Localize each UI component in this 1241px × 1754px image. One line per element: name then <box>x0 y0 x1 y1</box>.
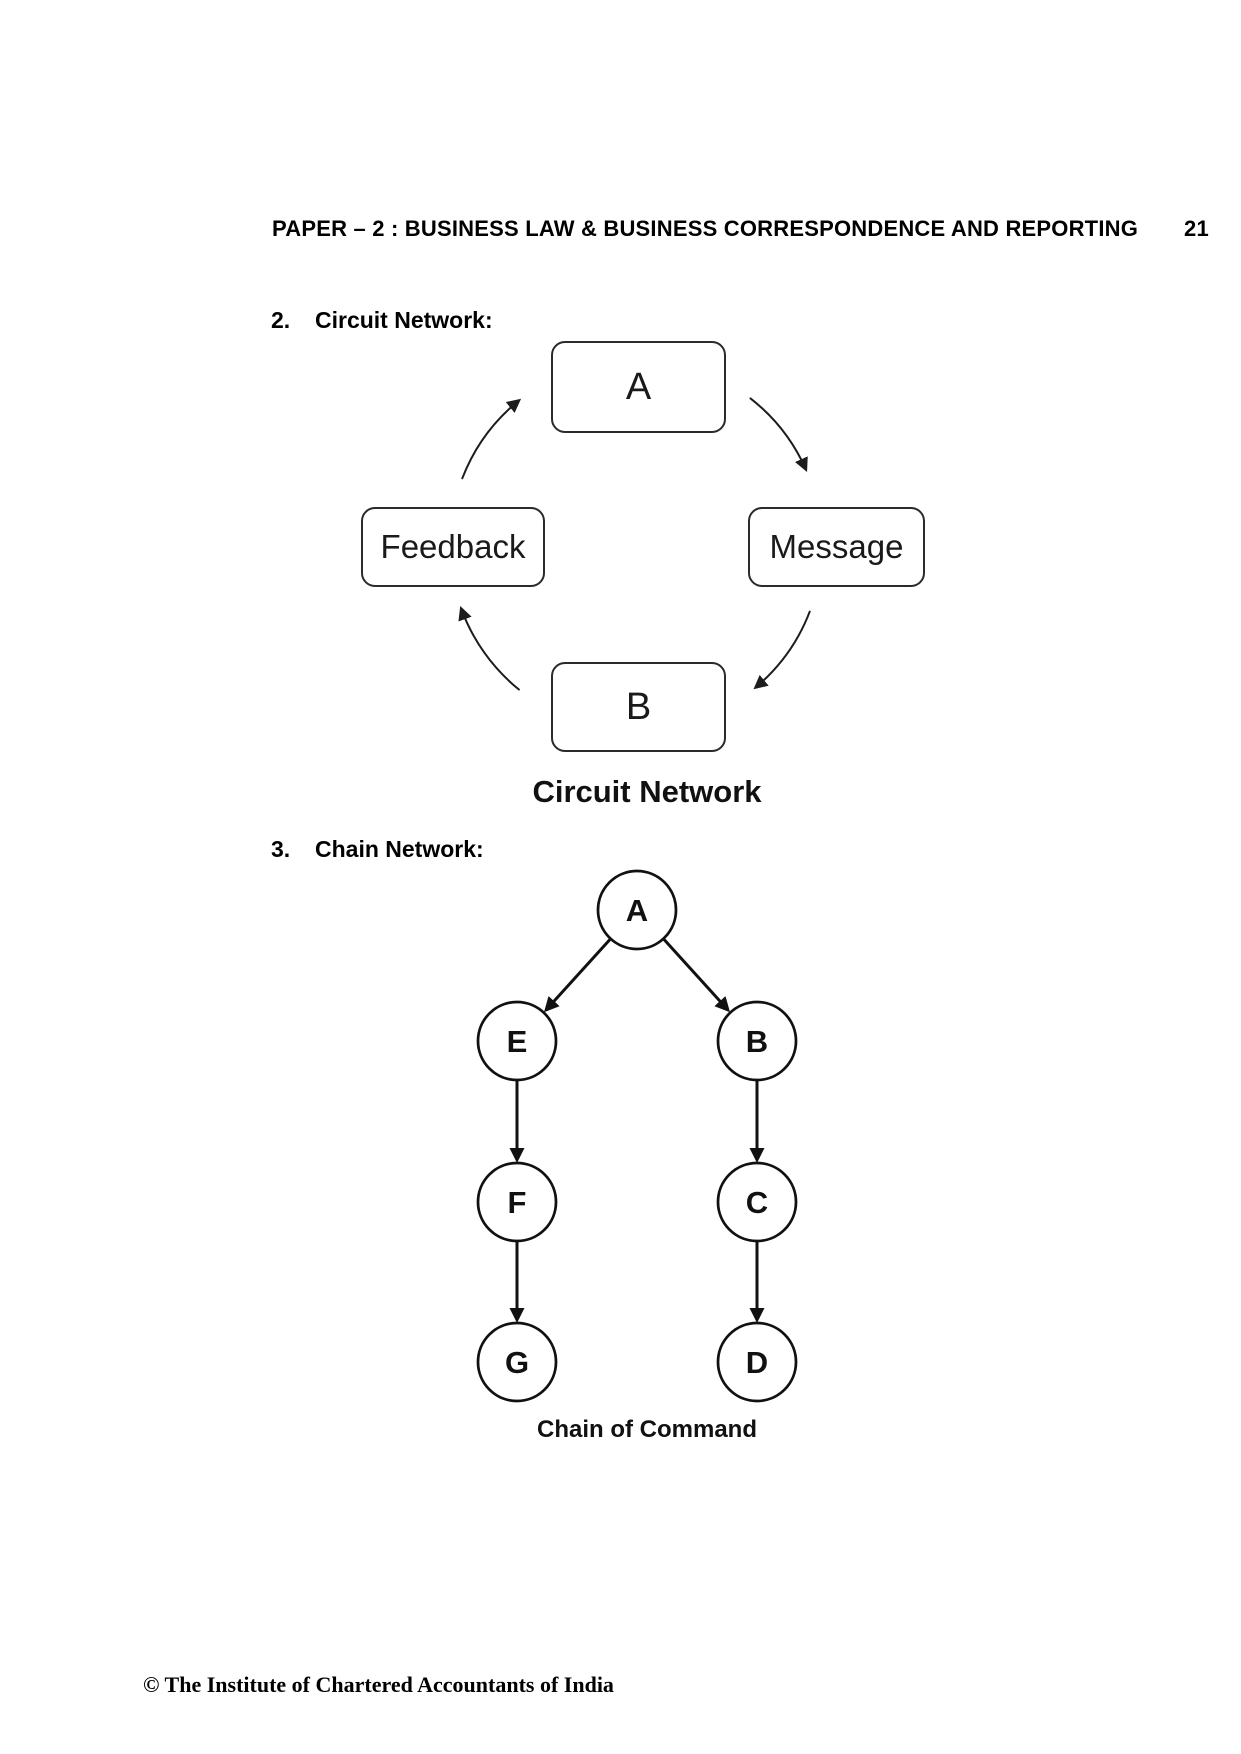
chain-arrow-a-to-e <box>543 937 612 1013</box>
header-title: PAPER – 2 : BUSINESS LAW & BUSINESS CORR… <box>272 216 1139 241</box>
circuit-node-a-label: A <box>625 365 652 408</box>
circuit-node-feedback-label: Feedback <box>380 528 526 565</box>
item-3-number: 3. <box>271 836 291 862</box>
chain-node-f-circle <box>476 1161 558 1243</box>
chain-node-d-label: D <box>746 1345 768 1380</box>
chain-node-g-label: G <box>505 1345 529 1380</box>
chain-node-b-label: B <box>746 1024 768 1059</box>
item-2-number: 2. <box>271 307 291 333</box>
circuit-network-diagram <box>458 397 811 691</box>
page-header: PAPER – 2 : BUSINESS LAW & BUSINESS CORR… <box>272 216 1209 242</box>
circuit-node-message: Message <box>748 507 925 587</box>
circuit-node-message-label: Message <box>769 528 904 565</box>
arrow-b-to-feedback <box>458 605 520 691</box>
chain-node-c-label: C <box>746 1185 768 1220</box>
circuit-node-feedback: Feedback <box>361 507 545 587</box>
chain-node-d-circle <box>716 1321 798 1403</box>
chain-node-a-label: A <box>626 893 648 928</box>
chain-node-a-circle <box>596 869 678 951</box>
chain-network-diagram: A E B F C G D <box>476 869 798 1403</box>
arrow-feedback-to-a <box>461 398 522 480</box>
footer-copyright: © The Institute of Chartered Accountants… <box>143 1672 614 1697</box>
header-page-number: 21 <box>1184 216 1209 241</box>
chain-node-f-label: F <box>508 1185 527 1220</box>
item-2-label: Circuit Network: <box>315 307 493 333</box>
arrow-a-to-message <box>749 397 808 472</box>
circuit-node-a: A <box>551 341 726 433</box>
chain-node-b-circle <box>716 1000 798 1082</box>
chain-node-c-circle <box>716 1161 798 1243</box>
chain-node-e-label: E <box>507 1024 528 1059</box>
item-3-label: Chain Network: <box>315 836 484 862</box>
chain-node-g-circle <box>476 1321 558 1403</box>
arrow-message-to-b <box>753 610 811 690</box>
circuit-node-b: B <box>551 662 726 752</box>
chain-diagram-caption: Chain of Command <box>537 1416 757 1443</box>
circuit-node-b-label: B <box>625 685 652 728</box>
chain-arrow-a-to-b <box>662 937 731 1013</box>
chain-node-e-circle <box>476 1000 558 1082</box>
circuit-diagram-caption: Circuit Network <box>532 774 762 809</box>
